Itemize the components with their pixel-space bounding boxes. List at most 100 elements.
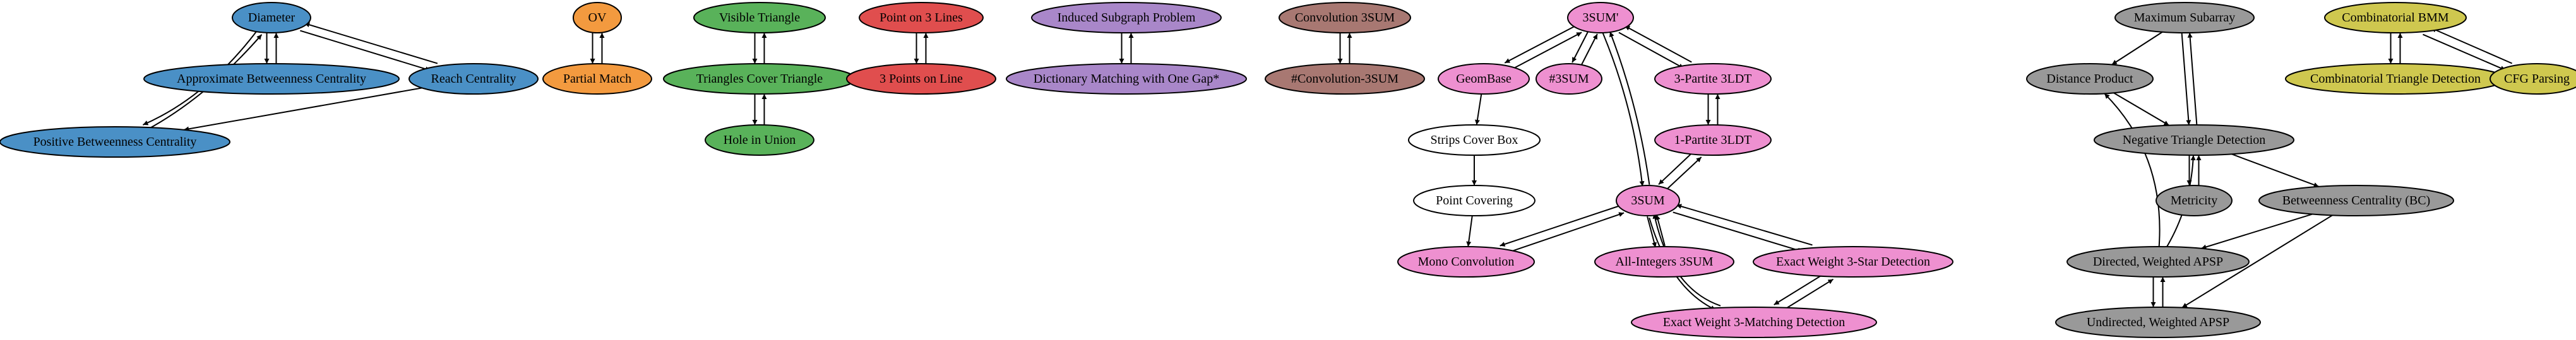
node-label: Point Covering — [1436, 194, 1513, 208]
node-ellipse — [2114, 2, 2255, 33]
node-label: Combinatorial Triangle Detection — [2310, 72, 2481, 86]
edge-allint-to-3sum — [1655, 214, 1666, 246]
edge-3sum-to-1p3ldt — [1666, 156, 1702, 191]
node-label: Point on 3 Lines — [880, 11, 963, 25]
node-cbmm[interactable]: Combinatorial BMM — [2324, 2, 2467, 33]
node-label: #3SUM — [1549, 72, 1589, 86]
node-label: 1-Partite 3LDT — [1674, 133, 1752, 147]
node-label: Diameter — [248, 11, 295, 25]
node-ellipse — [2156, 185, 2233, 216]
node-bc[interactable]: Betweenness Centrality (BC) — [2258, 185, 2454, 216]
node-dm1g[interactable]: Dictionary Matching with One Gap* — [1006, 63, 1247, 95]
node-3sum[interactable]: 3SUM — [1616, 185, 1680, 216]
node-reach[interactable]: Reach Centrality — [408, 63, 539, 95]
node-3p3ldt[interactable]: 3-Partite 3LDT — [1654, 63, 1772, 95]
node-ellipse — [705, 124, 814, 156]
node-ellipse — [542, 63, 652, 95]
edge-1p3ldt-to-3sum — [1658, 151, 1693, 185]
node-label: #Convolution-3SUM — [1291, 72, 1398, 86]
node-uwapsp[interactable]: Undirected, Weighted APSP — [2055, 307, 2261, 338]
node-hole[interactable]: Hole in Union — [705, 124, 814, 156]
node-ellipse — [1438, 63, 1530, 95]
node-ew3star[interactable]: Exact Weight 3-Star Detection — [1753, 246, 1953, 278]
node-ellipse — [693, 2, 826, 33]
node-3sumprime[interactable]: 3SUM' — [1567, 2, 1634, 33]
node-h3sum[interactable]: #3SUM — [1535, 63, 1602, 95]
node-hconv3sum[interactable]: #Convolution-3SUM — [1265, 63, 1425, 95]
node-distprod[interactable]: Distance Product — [2026, 63, 2154, 95]
node-label: Distance Product — [2046, 72, 2133, 86]
node-cfg[interactable]: CFG Parsing — [2490, 63, 2576, 95]
edge-reach-to-diameter — [304, 22, 438, 64]
node-visible[interactable]: Visible Triangle — [693, 2, 826, 33]
node-ellipse — [1535, 63, 1602, 95]
node-conv3sum[interactable]: Convolution 3SUM — [1279, 2, 1411, 33]
node-tct[interactable]: Triangles Cover Triangle — [663, 63, 856, 95]
edge-ew3star-to-3sum — [1676, 204, 1813, 246]
node-ellipse — [0, 126, 230, 158]
node-ov[interactable]: OV — [573, 2, 622, 33]
node-ellipse — [1408, 124, 1541, 156]
node-geombase[interactable]: GeomBase — [1438, 63, 1530, 95]
node-label: 3SUM' — [1583, 11, 1619, 25]
edge-geombase-to-strips — [1474, 93, 1482, 126]
node-label: Betweenness Centrality (BC) — [2282, 194, 2430, 208]
node-ctd[interactable]: Combinatorial Triangle Detection — [2285, 63, 2506, 95]
node-p3l[interactable]: Point on 3 Lines — [859, 2, 984, 33]
node-ellipse — [1753, 246, 1953, 278]
node-maxsub[interactable]: Maximum Subarray — [2114, 2, 2255, 33]
node-ellipse — [859, 2, 984, 33]
node-label: Maximum Subarray — [2134, 11, 2236, 25]
node-dwapsp[interactable]: Directed, Weighted APSP — [2066, 246, 2250, 278]
node-ellipse — [2055, 307, 2261, 338]
node-pointcov[interactable]: Point Covering — [1413, 185, 1535, 216]
node-partial[interactable]: Partial Match — [542, 63, 652, 95]
edge-3sum-to-monoconv — [1500, 205, 1621, 247]
node-label: 3-Partite 3LDT — [1674, 72, 1752, 86]
node-3pl[interactable]: 3 Points on Line — [846, 63, 996, 95]
edge-cbmm-to-cfg — [2423, 33, 2506, 71]
edge-maxsub-to-ntd — [2181, 33, 2191, 126]
node-1p3ldt[interactable]: 1-Partite 3LDT — [1654, 124, 1772, 156]
node-strips[interactable]: Strips Cover Box — [1408, 124, 1541, 156]
node-ellipse — [2490, 63, 2576, 95]
node-metricity[interactable]: Metricity — [2156, 185, 2233, 216]
node-label: Approximate Betweenness Centrality — [177, 72, 366, 86]
node-label: 3SUM — [1631, 194, 1665, 208]
node-ellipse — [143, 63, 400, 95]
node-label: Visible Triangle — [719, 11, 800, 25]
node-label: 3 Points on Line — [880, 72, 963, 86]
node-diameter[interactable]: Diameter — [232, 2, 311, 33]
node-label: Negative Triangle Detection — [2123, 133, 2266, 147]
edge-maxsub-to-distprod — [2111, 31, 2163, 66]
node-ntd[interactable]: Negative Triangle Detection — [2094, 124, 2294, 156]
node-abc[interactable]: Approximate Betweenness Centrality — [143, 63, 400, 95]
edge-diameter-to-reach — [300, 30, 431, 72]
edge-ew3star-to-ew3match — [1774, 273, 1825, 305]
node-pbc[interactable]: Positive Betweenness Centrality — [0, 126, 230, 158]
edge-distprod-to-ntd — [2113, 92, 2169, 126]
node-ellipse — [1413, 185, 1535, 216]
node-ew3match[interactable]: Exact Weight 3-Matching Detection — [1631, 307, 1877, 338]
edge-3p3ldt-to-3sumprime — [1624, 25, 1692, 63]
node-ellipse — [2258, 185, 2454, 216]
edge-dwapsp-to-distprod — [2104, 93, 2161, 247]
node-label: Hole in Union — [724, 133, 796, 147]
node-label: OV — [588, 11, 607, 25]
node-ellipse — [1567, 2, 1634, 33]
node-monoconv[interactable]: Mono Convolution — [1397, 246, 1535, 278]
node-allint[interactable]: All-Integers 3SUM — [1594, 246, 1734, 278]
node-ellipse — [573, 2, 622, 33]
edge-3sumprime-to-geombase — [1504, 25, 1577, 64]
node-label: Dictionary Matching with One Gap* — [1034, 72, 1219, 86]
node-ellipse — [1265, 63, 1425, 95]
node-isp[interactable]: Induced Subgraph Problem — [1031, 2, 1222, 33]
node-ellipse — [1031, 2, 1222, 33]
node-label: Reach Centrality — [431, 72, 516, 86]
edge-bc-to-dwapsp — [2201, 213, 2313, 250]
edge-reach-to-pbc — [183, 87, 422, 132]
node-label: All-Integers 3SUM — [1616, 255, 1714, 269]
edge-3sumprime-to-h3sum — [1571, 30, 1589, 63]
node-ellipse — [408, 63, 539, 95]
node-label: Exact Weight 3-Star Detection — [1776, 255, 1930, 269]
